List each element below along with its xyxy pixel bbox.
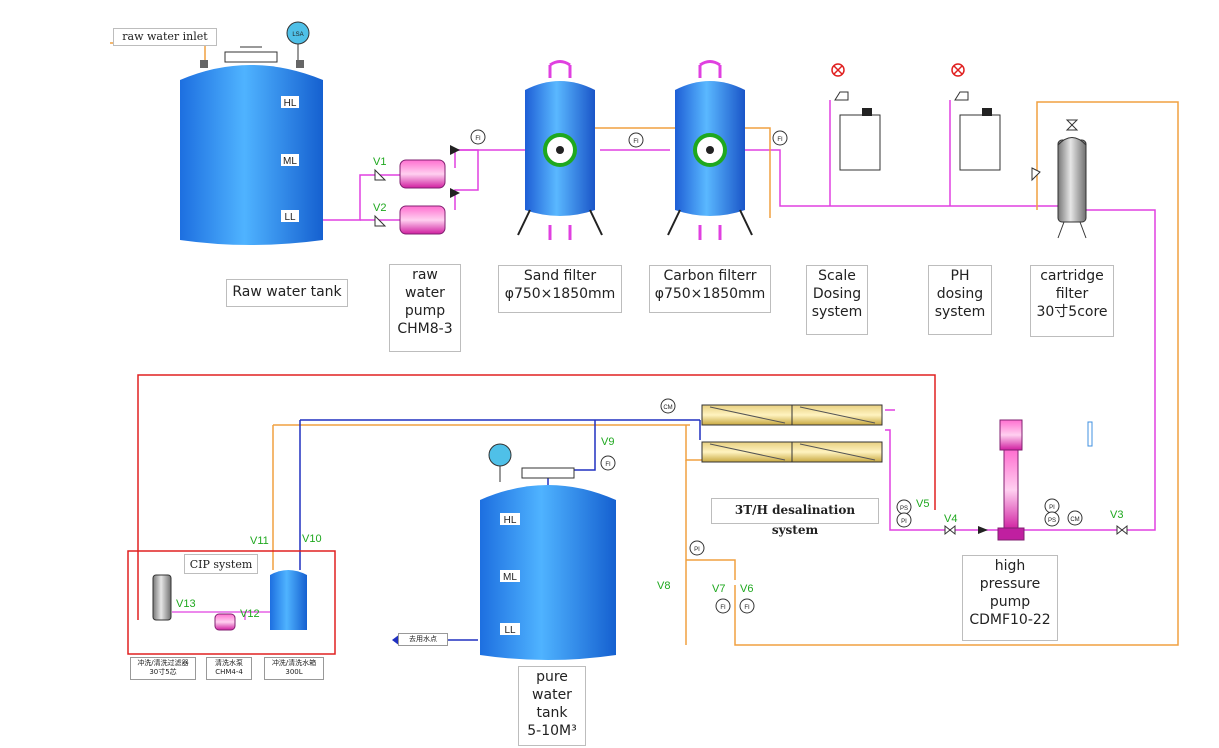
pi-tag-hp: PI (901, 519, 907, 525)
valve-v3: V3 (1110, 509, 1123, 521)
cartridge-filter-label: cartridge filter 30寸5core (1030, 265, 1114, 337)
valve-v13: V13 (176, 598, 196, 610)
fi-tag-sand: FI (633, 139, 639, 145)
ll-level: LL (284, 212, 296, 223)
point-of-use-label: 去用水点 (398, 633, 448, 647)
valve-v8: V8 (657, 580, 670, 592)
valve-v5: V5 (916, 498, 929, 510)
pure-hl-level: HL (504, 515, 517, 526)
fi-tag-pump: FI (475, 136, 481, 142)
cm-tag-product: CM (663, 405, 672, 411)
ph-dosing-unit (951, 63, 1001, 171)
valve-v2: V2 (373, 202, 386, 214)
valve-v10: V10 (302, 533, 322, 545)
sand-filter-label: Sand filter φ750×1850mm (498, 265, 622, 313)
hl-level: HL (284, 98, 297, 109)
raw-water-tank-label: Raw water tank (226, 279, 348, 307)
ph-dosing-label: PH dosing system (928, 265, 992, 335)
ps-tag-hp: PS (900, 506, 908, 512)
raw-water-tank: LSA HL ML LL (180, 21, 323, 245)
valve-v4: V4 (944, 513, 957, 525)
valve-v11: V11 (250, 535, 269, 547)
ro-valves: V5 V4 V3 PI V8 V7 V6 FI FI V9 FI (600, 436, 1128, 614)
fi-tag-conc: FI (720, 605, 726, 611)
cip-filter-label: 冲洗/清洗过滤器 30寸5芯 (130, 657, 196, 680)
valve-v1: V1 (373, 156, 386, 168)
cip-boundary (127, 550, 336, 655)
cip-equipment: V13 V12 V11 V10 (152, 533, 322, 631)
lsa-tag: LSA (292, 32, 303, 38)
valve-v6: V6 (740, 583, 753, 595)
raw-water-inlet-label: raw water inlet (113, 28, 217, 46)
fi-tag-reject: FI (744, 605, 750, 611)
cip-system-label: CIP system (184, 554, 258, 574)
cip-loop (137, 374, 936, 620)
pure-ml-level: ML (503, 572, 517, 583)
high-pressure-pump: PS PI PI PS CM (896, 419, 1093, 541)
pure-water-tank: HL ML LL (480, 443, 616, 660)
pi-tag-conc: PI (694, 547, 700, 553)
valve-v12: V12 (240, 608, 260, 620)
cartridge-filter-vessel (1031, 119, 1087, 239)
carbon-filter-label: Carbon filterr φ750×1850mm (649, 265, 771, 313)
scale-dosing-label: Scale Dosing system (806, 265, 868, 335)
raw-water-pumps: FI V1 V2 (373, 129, 486, 235)
fi-tag-carbon: FI (777, 137, 783, 143)
fi-tag-product: FI (605, 462, 611, 468)
pure-water-tank-label: pure water tank 5-10M³ (518, 666, 586, 746)
pure-ll-level: LL (504, 625, 516, 636)
ps-tag-feed: PS (1048, 518, 1056, 524)
raw-water-pump-label: raw water pump CHM8-3 (389, 264, 461, 352)
pi-tag-feed: PI (1049, 505, 1055, 511)
scale-dosing-unit (831, 63, 881, 171)
cip-tank-label: 冲洗/清洗水箱 300L (264, 657, 324, 680)
desalination-label: 3T/H desalination system (711, 498, 879, 537)
carbon-filter-vessel: FI FI (628, 60, 788, 240)
valve-v9: V9 (601, 436, 614, 448)
ml-level: ML (283, 156, 297, 167)
cip-pump-label: 清洗水泵 CHM4-4 (206, 657, 252, 680)
cm-tag-feed: CM (1070, 517, 1079, 523)
ro-membranes: CM (660, 398, 883, 463)
sand-filter-vessel (517, 60, 603, 240)
high-pressure-pump-label: high pressure pump CDMF10-22 (962, 555, 1058, 641)
cip-pipe (172, 611, 280, 620)
valve-v7: V7 (712, 583, 725, 595)
